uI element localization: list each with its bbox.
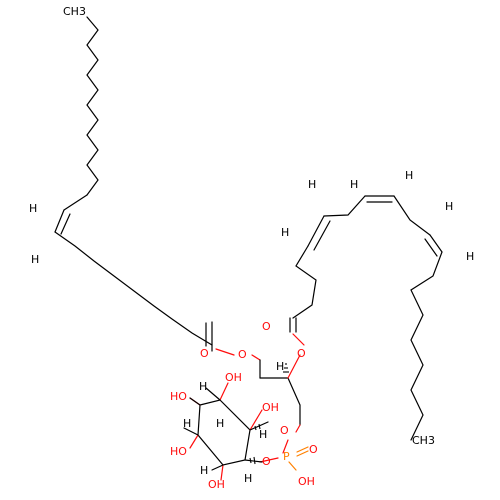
label-p-atom: P <box>283 450 290 463</box>
label-oh-3: HO <box>170 445 187 458</box>
label-h-ar-4: H <box>405 169 413 182</box>
label-h-left-1: H <box>29 202 37 215</box>
label-ch3-bottom: CH3 <box>412 434 435 447</box>
label-o-ester-1: O <box>238 348 247 361</box>
label-h-glycerol: H <box>276 360 284 373</box>
label-h-ar-6: H <box>466 250 474 263</box>
linolenoyl-chain <box>289 195 443 441</box>
inositol-ring <box>183 382 269 481</box>
label-h-ring-5: H <box>244 472 252 485</box>
label-oh-4: OH <box>208 478 225 491</box>
label-o-ester-2: O <box>297 347 306 360</box>
label-h-left-2: H <box>31 253 39 266</box>
label-h-ring-4: H <box>259 428 267 441</box>
label-oh-5: OH <box>262 401 279 414</box>
label-h-ar-5: H <box>445 200 453 213</box>
atom-labels: CH3 CH3 H H H H H H H H O O O O H O O P … <box>29 5 474 491</box>
label-h-ring-6: H <box>216 417 224 430</box>
phosphate-group <box>259 439 309 471</box>
label-h-ring-1: H <box>199 380 207 393</box>
label-h-ring-2: H <box>183 417 191 430</box>
label-o-glycerol-p: O <box>280 424 289 437</box>
label-h-ring-3: H <box>200 464 208 477</box>
label-ch3-top: CH3 <box>63 5 86 18</box>
label-h-ar-3: H <box>350 178 358 191</box>
label-o-p-double: O <box>309 443 318 456</box>
label-h-ar-2: H <box>281 226 289 239</box>
label-oh-1: OH <box>225 371 242 384</box>
label-o-carbonyl-2: O <box>262 320 271 333</box>
label-o-ring-p: O <box>262 455 271 468</box>
glycerol-backbone <box>259 354 301 433</box>
label-o-carbonyl-1: O <box>200 347 209 360</box>
label-oh-2: HO <box>170 390 187 403</box>
label-oh-p: OH <box>298 475 315 488</box>
label-h-ar-1: H <box>308 178 316 191</box>
oleoyl-chain <box>54 16 261 379</box>
